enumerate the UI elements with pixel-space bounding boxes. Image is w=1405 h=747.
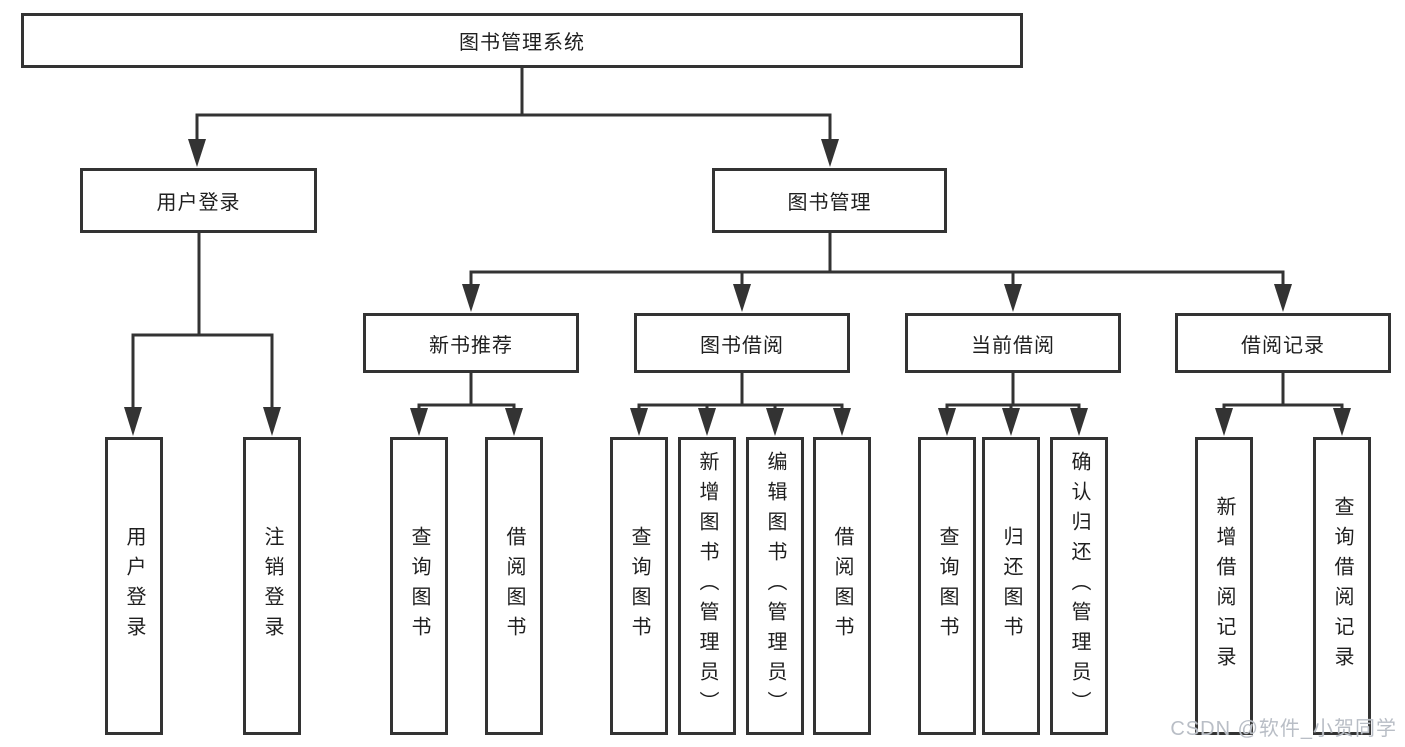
node-label: 图书管理 — [787, 192, 872, 214]
csdn-watermark: CSDN @软件_小贺同学 — [1170, 718, 1397, 740]
leaf-borrow-books-2: 借阅图书 — [813, 437, 871, 735]
node-label: 确认归还（管理员） — [1068, 451, 1090, 721]
node-label: 用户登录 — [156, 192, 241, 214]
node-label: 新增借阅记录 — [1213, 496, 1235, 676]
node-library-management-system: 图书管理系统 — [21, 13, 1023, 68]
leaf-user-login: 用户登录 — [105, 437, 163, 735]
node-label: 借阅记录 — [1241, 334, 1325, 357]
leaf-edit-book-admin: 编辑图书（管理员） — [746, 437, 804, 735]
leaf-confirm-return-admin: 确认归还（管理员） — [1050, 437, 1108, 735]
node-label: 查询图书 — [408, 526, 430, 646]
node-label: 查询图书 — [936, 526, 958, 646]
node-label: 注销登录 — [261, 526, 283, 646]
node-book-borrowing: 图书借阅 — [634, 313, 850, 373]
leaf-add-book-admin: 新增图书（管理员） — [678, 437, 736, 735]
node-label: 当前借阅 — [971, 334, 1055, 357]
leaf-query-borrow-record: 查询借阅记录 — [1313, 437, 1371, 735]
node-label: 图书管理系统 — [459, 32, 585, 54]
node-label: 借阅图书 — [831, 526, 853, 646]
leaf-add-borrow-record: 新增借阅记录 — [1195, 437, 1253, 735]
node-new-book-recommendation: 新书推荐 — [363, 313, 579, 373]
node-label: 用户登录 — [123, 526, 145, 646]
node-label: 编辑图书（管理员） — [764, 451, 786, 721]
node-label: 新增图书（管理员） — [696, 451, 718, 721]
leaf-return-book: 归还图书 — [982, 437, 1040, 735]
node-label: 借阅图书 — [503, 526, 525, 646]
leaf-query-books-1: 查询图书 — [390, 437, 448, 735]
leaf-borrow-books-1: 借阅图书 — [485, 437, 543, 735]
node-book-management: 图书管理 — [712, 168, 947, 233]
node-label: 查询图书 — [628, 526, 650, 646]
leaf-logout: 注销登录 — [243, 437, 301, 735]
node-user-login: 用户登录 — [80, 168, 317, 233]
node-label: 新书推荐 — [429, 334, 513, 357]
node-current-borrowing: 当前借阅 — [905, 313, 1121, 373]
node-label: 归还图书 — [1000, 526, 1022, 646]
leaf-query-books-3: 查询图书 — [918, 437, 976, 735]
node-label: 查询借阅记录 — [1331, 496, 1353, 676]
node-borrowing-records: 借阅记录 — [1175, 313, 1391, 373]
leaf-query-books-2: 查询图书 — [610, 437, 668, 735]
node-label: 图书借阅 — [700, 334, 784, 357]
